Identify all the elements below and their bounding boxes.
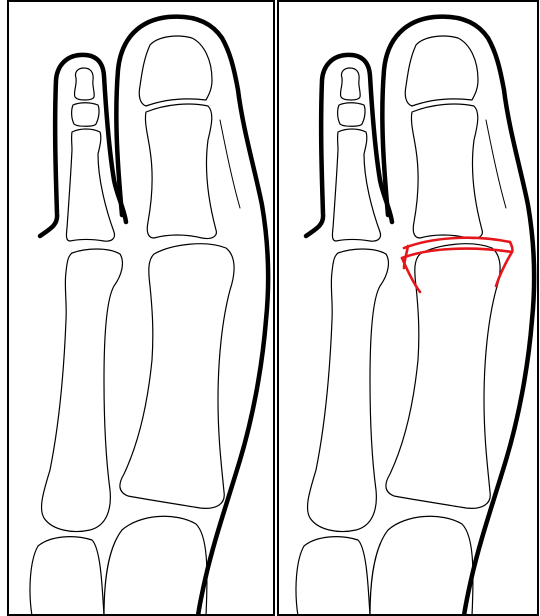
right-panel bbox=[278, 1, 538, 616]
left-panel bbox=[8, 1, 274, 616]
right-panel-frame bbox=[278, 1, 538, 615]
